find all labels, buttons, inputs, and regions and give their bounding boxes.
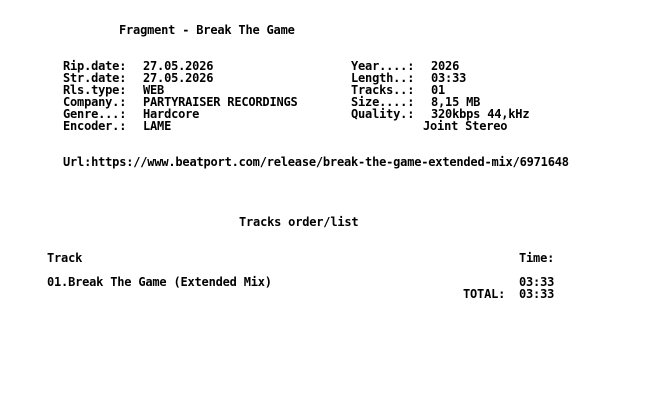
- size-key: Size....:: [351, 95, 415, 109]
- year-key: Year....:: [351, 59, 415, 73]
- total-time: 03:33: [519, 287, 555, 301]
- genre-value: Hardcore: [143, 107, 200, 121]
- rip-date-value: 27.05.2026: [143, 59, 214, 73]
- tracks-count-key: Tracks..:: [351, 83, 415, 97]
- rls-type-key: Rls.type:: [63, 83, 127, 97]
- encoder-key: Encoder.:: [63, 119, 127, 133]
- total-label: TOTAL:: [463, 287, 506, 301]
- size-value: 8,15 MB: [431, 95, 481, 109]
- year-value: 2026: [431, 59, 460, 73]
- track-time: 03:33: [519, 275, 555, 289]
- rls-type-value: WEB: [143, 83, 165, 97]
- genre-key: Genre...:: [63, 107, 127, 121]
- release-url: Url:https://www.beatport.com/release/bre…: [63, 155, 569, 169]
- release-title: Fragment - Break The Game: [119, 23, 295, 37]
- company-value: PARTYRAISER RECORDINGS: [143, 95, 298, 109]
- tracks-count-value: 01: [431, 83, 446, 97]
- quality-value: 320kbps 44,kHz: [431, 107, 530, 121]
- length-value: 03:33: [431, 71, 467, 85]
- track-column-header: Track: [47, 251, 83, 265]
- str-date-key: Str.date:: [63, 71, 127, 85]
- track-name: 01.Break The Game (Extended Mix): [47, 275, 272, 289]
- tracklist-heading: Tracks order/list: [239, 215, 359, 229]
- length-key: Length..:: [351, 71, 415, 85]
- stereo-mode-value: Joint Stereo: [423, 119, 508, 133]
- time-column-header: Time:: [519, 251, 555, 265]
- quality-key: Quality.:: [351, 107, 415, 121]
- encoder-value: LAME: [143, 119, 172, 133]
- str-date-value: 27.05.2026: [143, 71, 214, 85]
- company-key: Company.:: [63, 95, 127, 109]
- rip-date-key: Rip.date:: [63, 59, 127, 73]
